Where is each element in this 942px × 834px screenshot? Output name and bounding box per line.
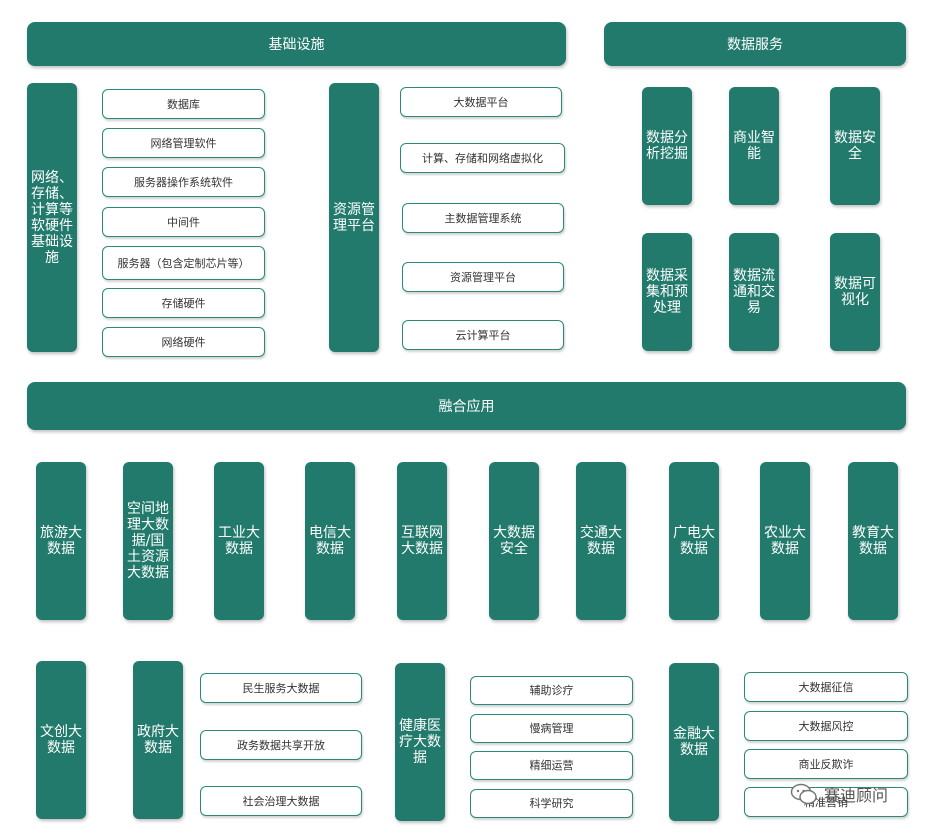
- resource-management-label: 资源管理平台: [333, 201, 375, 234]
- finance-item: 精准营销: [744, 787, 908, 817]
- fusion-app-block: 工业大数据: [214, 462, 264, 620]
- resource-item: 主数据管理系统: [402, 203, 564, 233]
- infra-item: 网络管理软件: [102, 128, 265, 158]
- fusion-app-label: 互联网大数据: [401, 525, 443, 557]
- government-bigdata-block: 政府大数据: [133, 661, 183, 819]
- infra-hardware-software-label: 网络、存储、计算等软硬件基础设施: [31, 169, 73, 266]
- health-item: 精细运营: [470, 751, 633, 780]
- infra-hardware-software-block: 网络、存储、计算等软硬件基础设施: [27, 83, 77, 352]
- government-item: 政务数据共享开放: [200, 730, 362, 760]
- finance-item: 大数据征信: [744, 672, 908, 702]
- data-service-label: 数据流通和交易: [733, 268, 775, 316]
- fusion-app-label: 工业大数据: [218, 525, 260, 557]
- culture-bigdata-block: 文创大数据: [36, 661, 86, 819]
- data-service-block: 数据流通和交易: [729, 233, 779, 351]
- fusion-app-label: 空间地理大数据/国土资源大数据: [127, 501, 169, 581]
- health-item: 辅助诊疗: [470, 676, 633, 705]
- health-item: 科学研究: [470, 789, 633, 818]
- infra-item: 存储硬件: [102, 288, 265, 318]
- fusion-app-block: 空间地理大数据/国土资源大数据: [123, 462, 173, 620]
- fusion-app-block: 大数据安全: [489, 462, 539, 620]
- fusion-app-label: 电信大数据: [309, 525, 351, 557]
- finance-bigdata-label: 金融大数据: [673, 726, 715, 758]
- fusion-app-block: 交通大数据: [576, 462, 626, 620]
- data-service-block: 数据可视化: [830, 233, 880, 351]
- infra-item: 中间件: [102, 207, 265, 237]
- fusion-app-label: 农业大数据: [764, 525, 806, 557]
- fusion-app-label: 教育大数据: [852, 525, 894, 557]
- government-item: 社会治理大数据: [200, 786, 362, 816]
- watermark: 赛迪顾问: [790, 780, 925, 808]
- fusion-app-label: 大数据安全: [493, 525, 535, 557]
- infrastructure-header: 基础设施: [27, 22, 566, 66]
- resource-item: 资源管理平台: [402, 262, 564, 292]
- fusion-app-block: 农业大数据: [760, 462, 810, 620]
- data-service-block: 数据采集和预处理: [642, 233, 692, 351]
- infra-item: 服务器（包含定制芯片等）: [102, 246, 265, 280]
- fusion-app-block: 教育大数据: [848, 462, 898, 620]
- finance-item: 商业反欺诈: [744, 749, 908, 779]
- infra-item: 数据库: [102, 89, 265, 119]
- data-service-label: 数据可视化: [834, 276, 876, 308]
- fusion-app-label: 旅游大数据: [40, 525, 82, 557]
- resource-item: 云计算平台: [402, 320, 564, 350]
- health-bigdata-block: 健康医疗大数据: [395, 663, 445, 821]
- wechat-icon: [790, 783, 817, 805]
- resource-item: 计算、存储和网络虚拟化: [400, 143, 565, 173]
- government-bigdata-label: 政府大数据: [137, 724, 179, 756]
- data-service-block: 数据分析挖掘: [642, 87, 692, 205]
- health-bigdata-label: 健康医疗大数据: [399, 718, 441, 766]
- data-service-label: 数据安全: [834, 130, 876, 162]
- fusion-apps-header: 融合应用: [27, 382, 906, 430]
- resource-item: 大数据平台: [400, 87, 562, 117]
- fusion-app-label: 交通大数据: [580, 525, 622, 557]
- data-service-label: 数据分析挖掘: [646, 130, 688, 162]
- data-service-label: 数据采集和预处理: [646, 268, 688, 316]
- fusion-app-block: 广电大数据: [669, 462, 719, 620]
- data-services-header: 数据服务: [604, 22, 906, 66]
- fusion-app-block: 互联网大数据: [397, 462, 447, 620]
- data-service-block: 数据安全: [830, 87, 880, 205]
- health-item: 慢病管理: [470, 714, 633, 743]
- fusion-app-block: 电信大数据: [305, 462, 355, 620]
- data-service-block: 商业智能: [729, 87, 779, 205]
- fusion-app-label: 广电大数据: [673, 525, 715, 557]
- culture-bigdata-label: 文创大数据: [40, 724, 82, 756]
- finance-item: 大数据风控: [744, 711, 908, 741]
- data-service-label: 商业智能: [733, 130, 775, 162]
- infra-item: 网络硬件: [102, 327, 265, 357]
- government-item: 民生服务大数据: [200, 673, 362, 703]
- finance-bigdata-block: 金融大数据: [669, 663, 719, 821]
- watermark-text: 赛迪顾问: [824, 786, 889, 805]
- resource-management-block: 资源管理平台: [329, 83, 379, 352]
- infra-item: 服务器操作系统软件: [102, 167, 265, 197]
- fusion-app-block: 旅游大数据: [36, 462, 86, 620]
